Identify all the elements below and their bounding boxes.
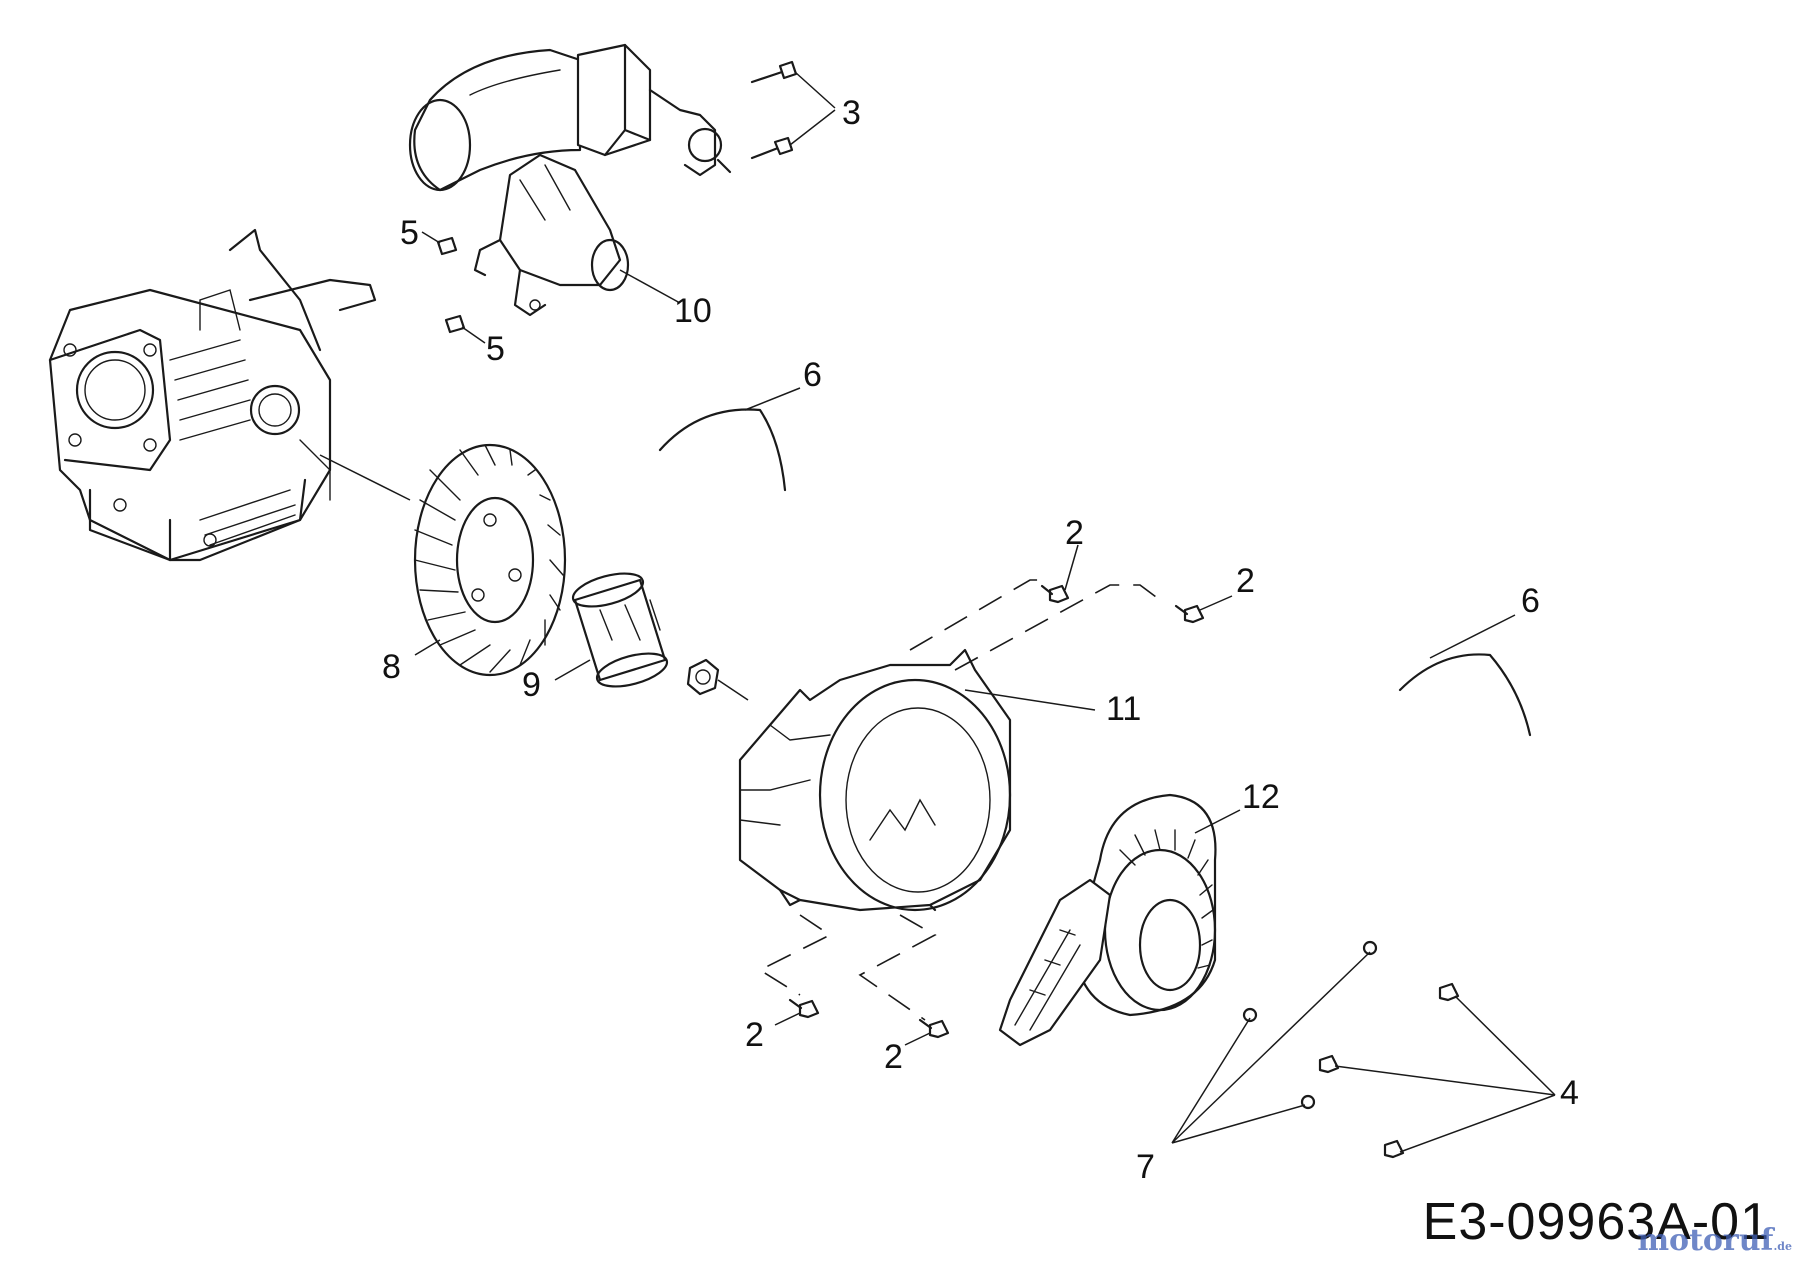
bolt-4b	[1318, 1054, 1340, 1074]
strap-6b	[1398, 653, 1532, 737]
callout-12: 12	[1242, 778, 1280, 816]
callout-2-top-b: 2	[1236, 562, 1255, 600]
leader-5a	[421, 231, 441, 244]
leader-7	[1171, 951, 1371, 1144]
pin-5b	[444, 314, 466, 334]
flywheel	[413, 443, 567, 677]
callout-11: 11	[1106, 690, 1142, 728]
nut-7c	[1300, 1094, 1316, 1110]
bolt-2d	[918, 1018, 950, 1039]
leader-10	[619, 269, 681, 304]
nut-7a	[1362, 940, 1378, 956]
leader-2c	[774, 1012, 801, 1026]
leader-12	[1194, 809, 1241, 834]
leader-6b	[1429, 614, 1516, 659]
recoil-starter	[998, 793, 1217, 1047]
leader-2d	[904, 1032, 931, 1046]
fan-housing	[738, 648, 1012, 912]
bolt-4a	[1438, 982, 1460, 1002]
flywheel-nut	[686, 658, 720, 696]
leader-4	[1334, 995, 1556, 1153]
starter-cup	[571, 572, 669, 688]
nut-7b	[1242, 1007, 1258, 1023]
callout-2-bottom-b: 2	[884, 1038, 903, 1076]
engine-block	[48, 228, 377, 562]
dash-line-3	[758, 914, 832, 996]
callout-2-bottom-a: 2	[745, 1016, 764, 1054]
dash-line-1	[909, 579, 1040, 651]
dash-line-2	[954, 584, 1161, 671]
leader-8	[414, 639, 441, 656]
leader-11	[964, 689, 1096, 711]
leader-6a	[744, 387, 801, 411]
callout-5-bottom: 5	[486, 330, 505, 368]
callout-7: 7	[1136, 1148, 1155, 1186]
bolt-2a	[1040, 584, 1070, 604]
callout-9: 9	[522, 666, 541, 704]
strap-6a	[658, 408, 787, 492]
bolt-3a	[750, 60, 798, 84]
bolt-2c	[788, 998, 820, 1019]
leader-5b	[461, 326, 486, 344]
watermark-logo: motoruf.de	[1637, 1223, 1792, 1258]
engine-axis-line	[319, 454, 411, 501]
callout-10: 10	[674, 292, 712, 330]
callout-6-left: 6	[803, 356, 822, 394]
axis-line-nut	[717, 679, 749, 701]
leader-2b	[1199, 595, 1233, 611]
drawing-code: E3-09963A-01	[1422, 1193, 1770, 1251]
bolt-3b	[750, 136, 794, 160]
watermark-suffix: .de	[1773, 1240, 1792, 1253]
watermark-text: motoruf	[1637, 1223, 1774, 1258]
bolt-2b	[1174, 604, 1205, 624]
pin-5a	[436, 236, 458, 256]
callout-6-right: 6	[1521, 582, 1540, 620]
callout-4: 4	[1560, 1074, 1579, 1112]
callout-8: 8	[382, 648, 401, 686]
callout-2-top-a: 2	[1065, 514, 1084, 552]
leader-2a	[1064, 544, 1079, 591]
dash-line-4	[858, 914, 937, 1021]
starter-motor	[408, 43, 732, 317]
callout-5-top: 5	[400, 214, 419, 252]
leader-9	[554, 659, 591, 681]
bolt-4c	[1383, 1139, 1405, 1159]
leader-3	[789, 71, 836, 146]
callout-3: 3	[842, 94, 861, 132]
